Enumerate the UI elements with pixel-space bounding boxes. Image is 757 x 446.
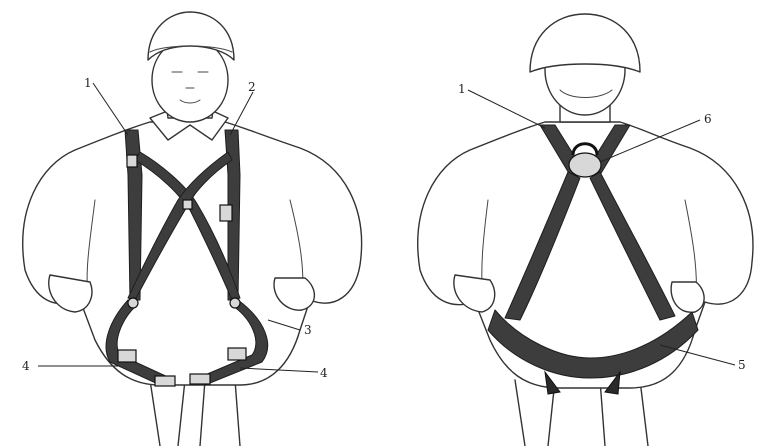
front-leg-buckle-left bbox=[118, 350, 136, 362]
front-shoulder-buckle-left bbox=[127, 155, 137, 167]
back-left-hand bbox=[454, 275, 495, 312]
back-d-ring-plate bbox=[569, 153, 601, 177]
callout-front-1: 1 bbox=[84, 76, 92, 90]
front-view: 1 2 3 4 4 bbox=[22, 12, 362, 446]
callout-back-1: 1 bbox=[458, 82, 466, 96]
left-hand bbox=[49, 275, 92, 312]
callout-front-4-left: 4 bbox=[22, 359, 30, 373]
front-ring-right bbox=[230, 298, 240, 308]
front-center-buckle-left bbox=[155, 376, 175, 386]
callout-back-5: 5 bbox=[738, 358, 746, 372]
front-chest-ring bbox=[183, 200, 192, 209]
callout-back-6: 6 bbox=[704, 112, 712, 126]
front-leg-buckle-right bbox=[228, 348, 246, 360]
front-adjuster-right bbox=[220, 205, 232, 221]
callout-front-3: 3 bbox=[304, 323, 312, 337]
callout-front-4-right: 4 bbox=[320, 366, 328, 380]
front-ring-left bbox=[128, 298, 138, 308]
back-view: 1 6 5 bbox=[418, 14, 753, 446]
callout-front-2: 2 bbox=[248, 80, 256, 94]
front-center-buckle-right bbox=[190, 374, 210, 384]
back-helmet bbox=[530, 14, 640, 72]
